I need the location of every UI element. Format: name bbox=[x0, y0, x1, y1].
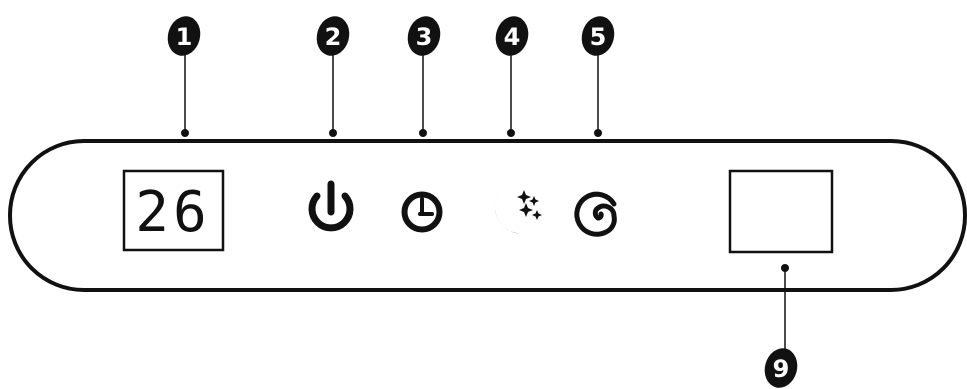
leader-dot-9 bbox=[781, 264, 789, 272]
receiver-window bbox=[728, 169, 834, 254]
leader-dots bbox=[181, 129, 789, 272]
callout-label-5: 5 bbox=[590, 23, 607, 51]
temperature-display: 26 bbox=[122, 169, 225, 252]
timer-icon bbox=[401, 191, 443, 233]
swirl-mode-button[interactable] bbox=[574, 191, 617, 237]
callout-label-9: 9 bbox=[773, 355, 790, 383]
control-panel-outline bbox=[8, 139, 967, 292]
display-frame bbox=[122, 169, 225, 252]
power-button[interactable] bbox=[308, 180, 354, 232]
callout-badge-2: 2 bbox=[316, 16, 350, 56]
sleep-mode-icon bbox=[494, 188, 542, 234]
leader-dot-3 bbox=[419, 129, 427, 137]
power-icon bbox=[308, 180, 354, 232]
callout-label-3: 3 bbox=[416, 23, 433, 51]
callout-label-2: 2 bbox=[325, 23, 342, 51]
display-value: 26 bbox=[135, 180, 210, 245]
callout-label-4: 4 bbox=[504, 23, 521, 51]
leader-dot-2 bbox=[329, 129, 337, 137]
callout-badge-4: 4 bbox=[495, 16, 529, 56]
callout-badge-9: 9 bbox=[764, 348, 798, 388]
leader-dot-1 bbox=[181, 129, 189, 137]
timer-button[interactable] bbox=[401, 191, 443, 233]
leader-dot-5 bbox=[594, 129, 602, 137]
sleep-mode-button[interactable] bbox=[494, 188, 542, 234]
leader-dot-4 bbox=[507, 129, 515, 137]
callout-badge-1: 1 bbox=[167, 16, 201, 56]
swirl-mode-icon bbox=[574, 191, 617, 237]
callout-label-1: 1 bbox=[176, 23, 193, 51]
callout-badge-5: 5 bbox=[581, 16, 615, 56]
leader-lines bbox=[184, 55, 786, 352]
callout-badge-3: 3 bbox=[407, 16, 441, 56]
